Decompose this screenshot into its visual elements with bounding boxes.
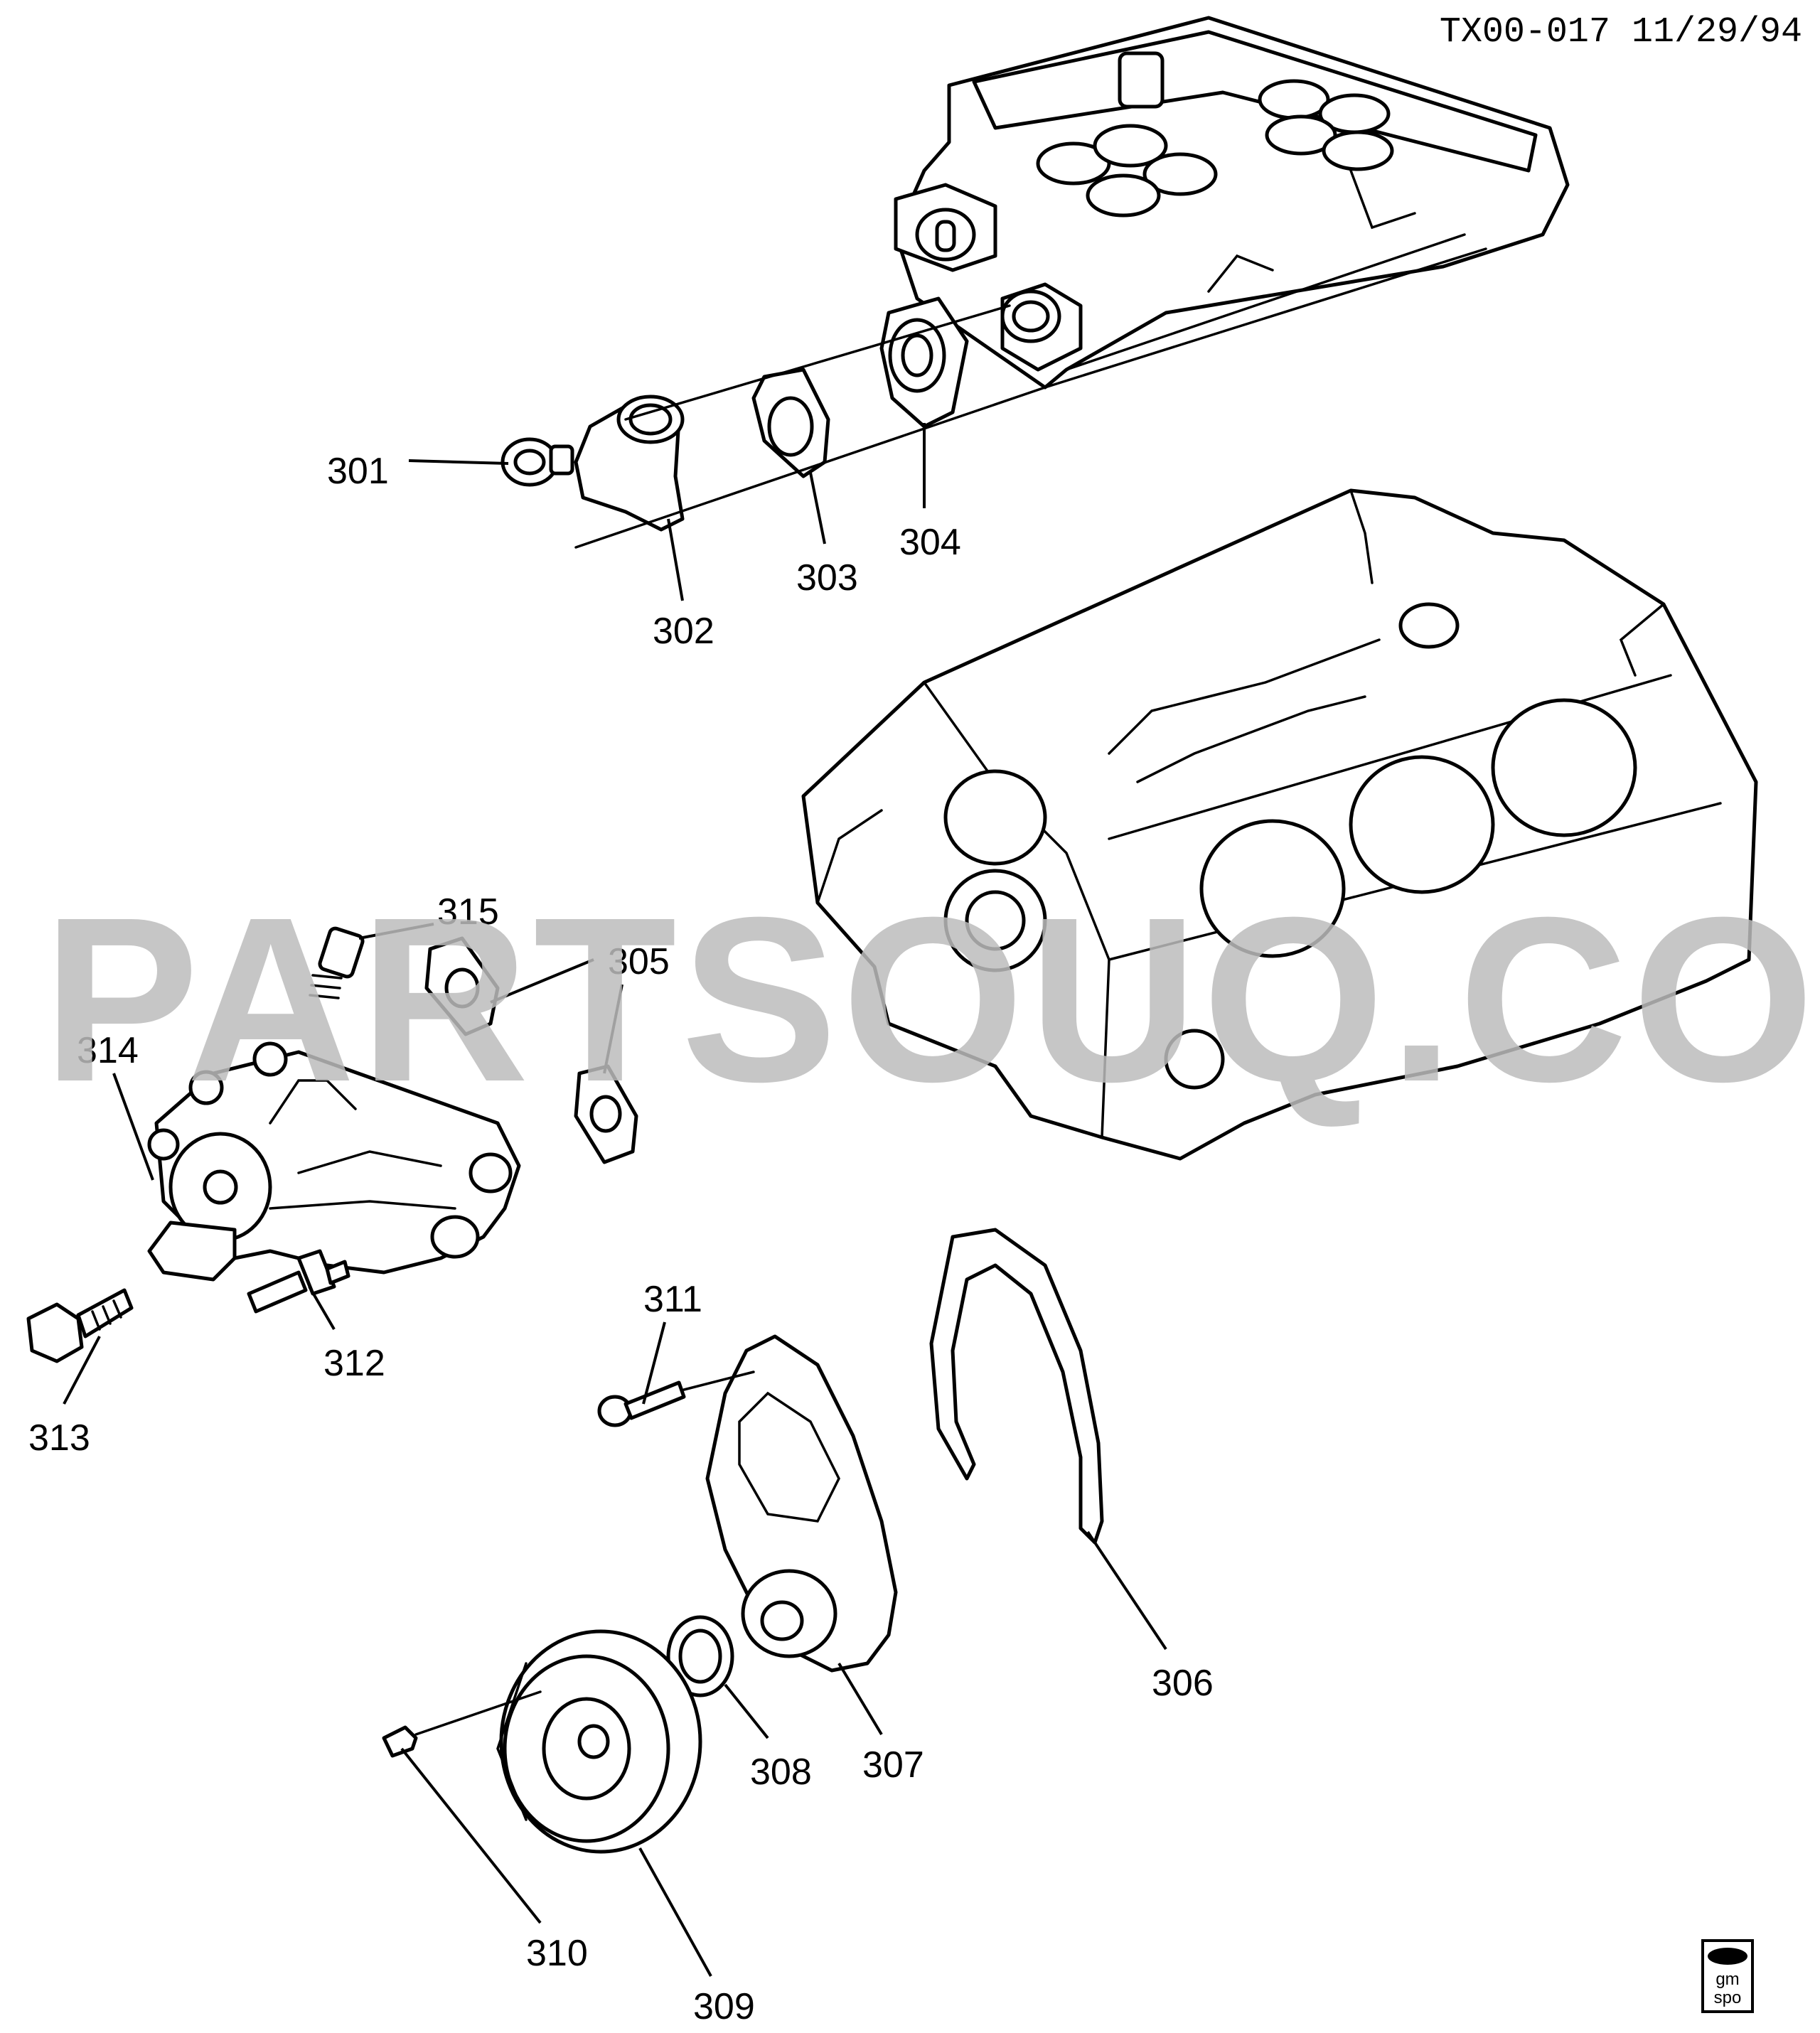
leader-315 [358,923,434,940]
intake-manifold-illustration [894,16,1570,390]
leader-310 [400,1747,542,1924]
explode-axis-line [624,304,1011,421]
leader-306 [1086,1530,1167,1651]
callout-labels: 301 302 303 304 305 306 307 308 309 310 … [28,451,1214,2027]
part-305-gasket-lower [574,1064,638,1164]
part-306-front-cover-gasket [929,1228,1104,1545]
part-303-gasket [751,368,830,478]
callout-313: 313 [28,1417,90,1459]
engine-block-illustration [801,488,1758,1161]
leader-309 [638,1847,712,1977]
part-305-gasket-upper [424,936,500,1036]
part-310-fitting [382,1725,418,1758]
callout-308: 308 [750,1752,812,1793]
part-312-stud [247,1249,350,1314]
callout-302: 302 [653,611,714,652]
explode-axis-line [682,1370,755,1391]
callout-307: 307 [862,1744,924,1786]
callout-312: 312 [323,1343,385,1384]
callout-306: 306 [1152,1663,1214,1704]
callout-314: 314 [77,1030,139,1071]
callout-309: 309 [693,1986,755,2027]
part-315-fitting [309,926,365,999]
part-309-harmonic-balancer [496,1629,702,1854]
part-302-water-outlet [574,395,685,532]
callout-311: 311 [643,1279,702,1320]
leader-307 [837,1662,883,1736]
leader-303 [809,472,826,545]
part-311-bolt [597,1380,686,1427]
leader-302 [667,518,684,601]
part-308-oil-seal [666,1615,734,1697]
part-313-bolt [26,1288,134,1363]
leader-305-lower [603,984,623,1074]
watermark: PARTSOUQ.COM [43,868,1820,1130]
callout-310: 310 [526,1933,588,1974]
callout-301: 301 [327,451,389,492]
gm-spo-logo: gm spo [1701,1939,1754,2013]
logo-line1: gm [1715,1970,1739,1989]
callout-315: 315 [437,891,499,933]
explode-axis-line [414,1690,542,1736]
drawing-id: TX00-017 11/29/94 [1440,12,1802,53]
leader-313 [63,1336,101,1405]
leader-312 [308,1285,336,1331]
part-307-timing-cover [705,1334,898,1673]
logo-emblem [1708,1948,1747,1965]
leader-308 [724,1683,769,1739]
explode-axis-line [574,386,1046,549]
callout-303: 303 [796,557,858,599]
part-314-water-pump [147,1041,521,1282]
leader-311 [642,1321,666,1405]
leader-314 [112,1073,154,1181]
logo-line2: spo [1714,1988,1742,2007]
part-301-stud-bolt [500,437,574,487]
callout-304: 304 [899,522,961,563]
leader-305-upper [490,958,594,1004]
leader-lines [63,423,1167,1977]
leader-301 [408,459,509,465]
callout-305: 305 [608,941,670,982]
